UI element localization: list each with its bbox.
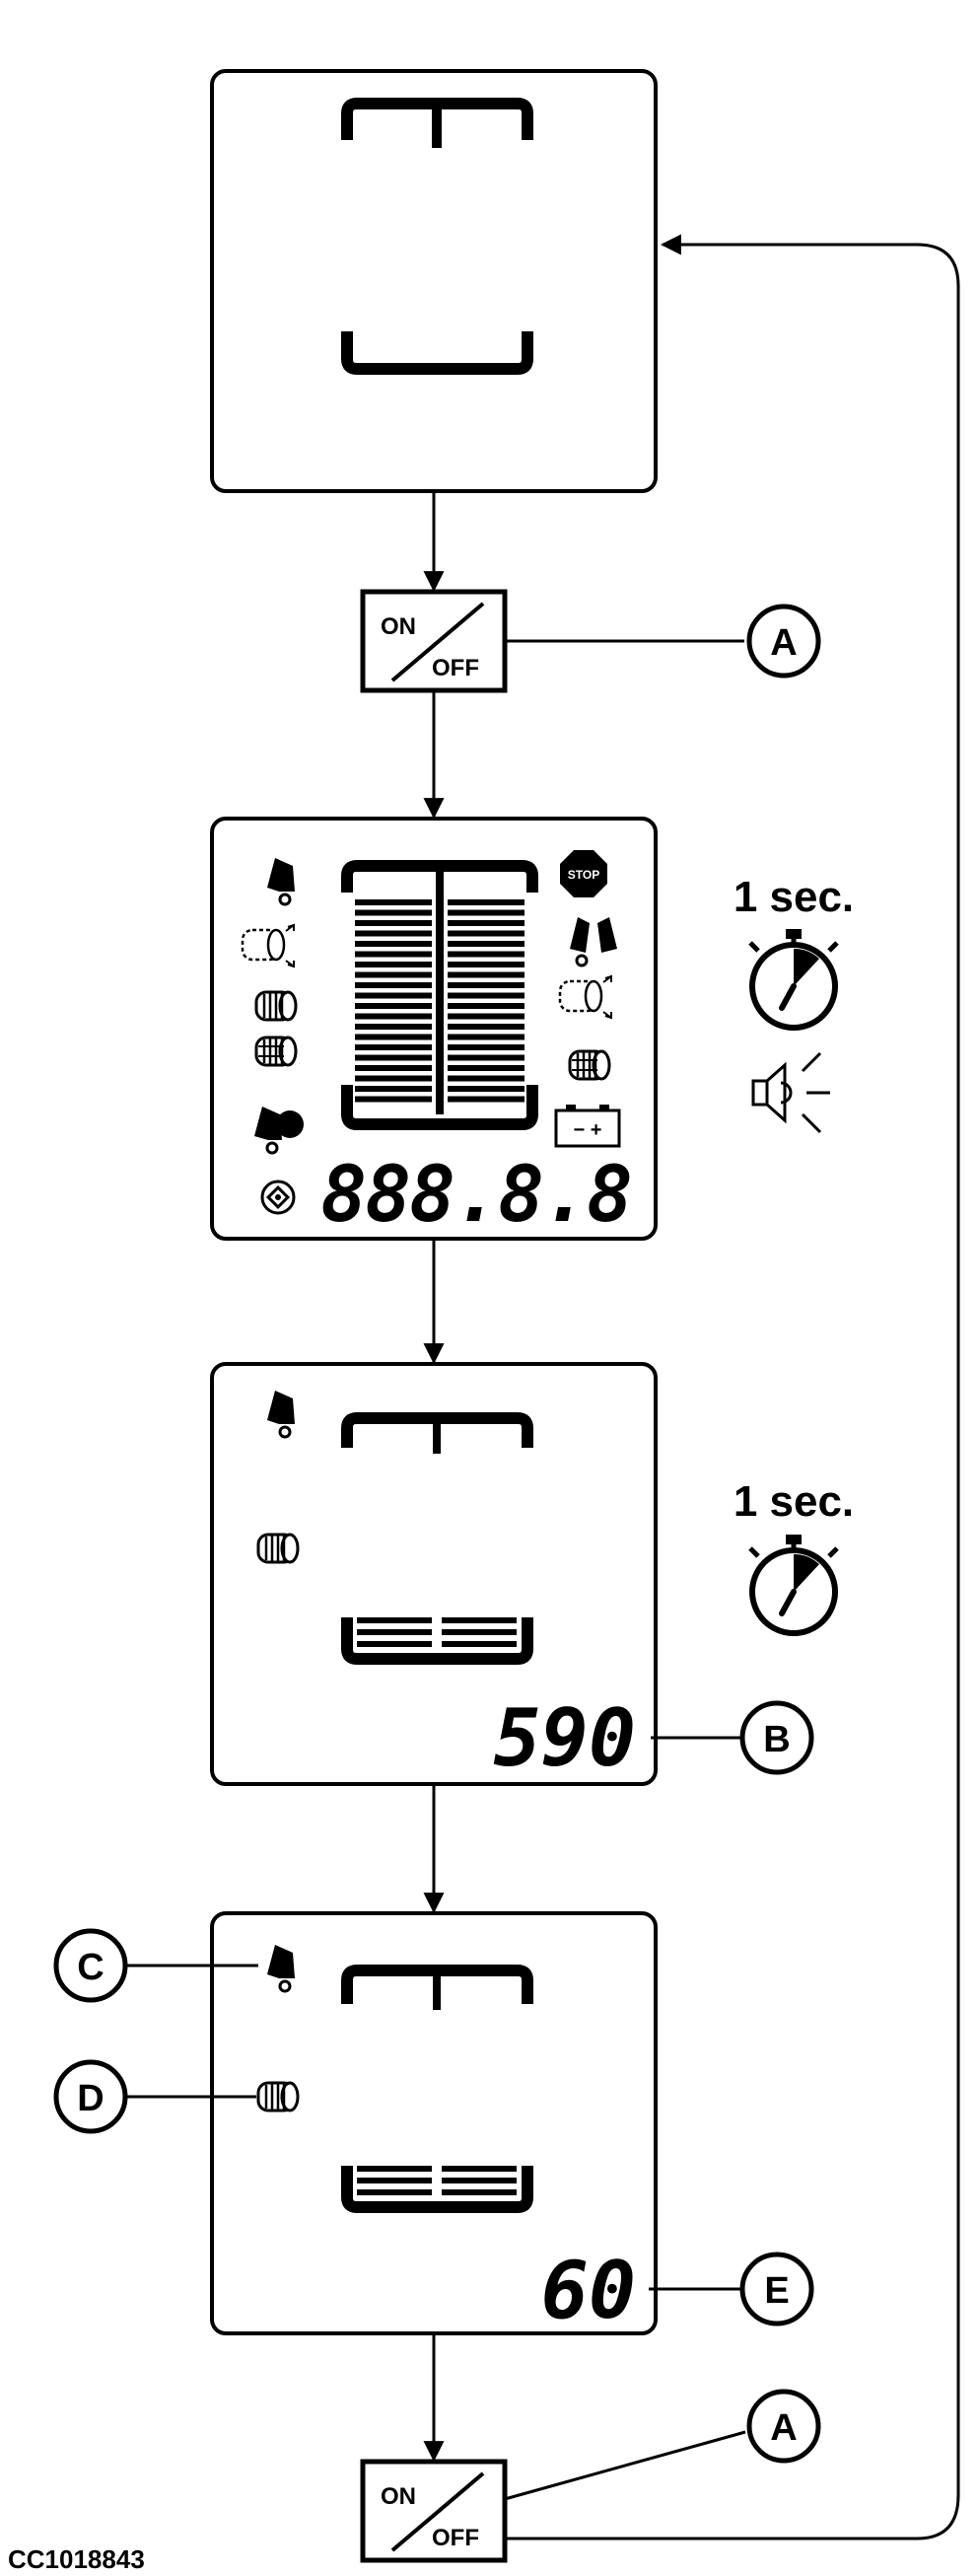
switch-slash xyxy=(390,602,485,682)
gauge-bar xyxy=(355,899,432,905)
battery-icon: − + xyxy=(554,1105,621,1148)
callout-line-a-bottom xyxy=(504,2430,746,2501)
callout-a-bottom-label: A xyxy=(770,2407,797,2449)
switch-frame xyxy=(360,2459,508,2563)
gauge-bar xyxy=(355,951,432,958)
speaker-icon xyxy=(751,1051,830,1134)
callout-b-label: B xyxy=(763,1719,790,1760)
gauge-bar xyxy=(448,1075,524,1082)
bale-eject-icon xyxy=(254,1107,304,1155)
gauge-bar xyxy=(448,909,524,916)
gauge-bar xyxy=(355,1086,432,1092)
bale-shape-gauge xyxy=(341,860,538,1130)
gauge-bar xyxy=(448,1044,524,1050)
callout-a-bottom: A xyxy=(746,2389,821,2464)
gauge-bar xyxy=(355,1024,432,1030)
switch-on-label: ON xyxy=(381,613,416,640)
bottom-bracket xyxy=(341,1617,533,1665)
gauge-bar xyxy=(448,1003,524,1009)
gauge-bar xyxy=(355,920,432,926)
gauge-bar xyxy=(355,1044,432,1050)
gauge-bar xyxy=(355,1075,432,1082)
figure-id: CC1018843 xyxy=(8,2544,145,2574)
gauge-bar xyxy=(355,1054,432,1061)
switch-on-label: ON xyxy=(381,2483,416,2510)
gauge-bar xyxy=(448,1086,524,1092)
callout-b: B xyxy=(739,1700,814,1775)
gauge-bar xyxy=(355,992,432,999)
gauge-bar xyxy=(355,1065,432,1071)
gauge-bar xyxy=(448,1013,524,1020)
callout-a-label: A xyxy=(770,622,797,664)
test-readout: 888.8.8 xyxy=(320,1151,631,1240)
display-test-panel: STOP − + 888.8.8 xyxy=(210,817,658,1241)
timer-label-1: 1 sec. xyxy=(734,873,854,921)
timer-label-2: 1 sec. xyxy=(734,1477,854,1526)
gauge-bar xyxy=(355,1013,432,1020)
net-bale-icon xyxy=(254,1036,298,1067)
bale-icon xyxy=(256,2081,300,2112)
bale-icon xyxy=(254,990,298,1022)
fill-bars xyxy=(357,2166,517,2195)
net-bale-icon-right xyxy=(568,1049,611,1081)
callout-e: E xyxy=(739,2252,814,2326)
gauge-bar xyxy=(448,962,524,967)
gauge-bars xyxy=(355,899,524,1103)
gauge-bar xyxy=(355,1003,432,1009)
callout-c-label: C xyxy=(77,1947,104,1988)
on-off-switch-bottom[interactable]: ON OFF xyxy=(360,2459,508,2563)
gauge-bar xyxy=(355,909,432,916)
gauge-bar xyxy=(448,941,524,947)
gauge-bar xyxy=(355,962,432,967)
fill-bars xyxy=(357,1617,517,1647)
bottom-bracket xyxy=(341,331,533,375)
stop-icon: STOP xyxy=(560,850,607,897)
gauge-bar xyxy=(448,1024,524,1030)
gauge-bar xyxy=(355,1034,432,1040)
on-off-switch-top[interactable]: ON OFF xyxy=(360,589,508,693)
display-off-panel xyxy=(210,69,658,493)
gauge-bar xyxy=(448,971,524,978)
gauge-bar xyxy=(448,992,524,999)
stop-icon-label: STOP xyxy=(568,868,599,882)
bottom-bracket xyxy=(341,2166,533,2213)
gauge-bar xyxy=(448,920,524,926)
gauge-bar xyxy=(448,1096,524,1103)
callout-e-label: E xyxy=(764,2270,789,2312)
gauge-bar xyxy=(448,1054,524,1061)
gauge-bar xyxy=(355,971,432,978)
gauge-bar xyxy=(448,899,524,905)
value-readout: 60 xyxy=(541,2245,636,2336)
gauge-bar xyxy=(448,1034,524,1040)
gauge-bar xyxy=(448,930,524,937)
gauge-bar xyxy=(448,951,524,958)
rotation-sensor-icon xyxy=(260,1180,296,1215)
callout-c: C xyxy=(53,1928,128,2003)
stopwatch-icon xyxy=(750,1535,837,1633)
gate-open-icon xyxy=(570,917,617,967)
switch-slash xyxy=(390,2471,485,2552)
gauge-bar xyxy=(355,930,432,937)
gauge-bar xyxy=(355,941,432,947)
switch-off-label: OFF xyxy=(432,2525,479,2551)
value-panel: 60 xyxy=(210,1911,658,2336)
stopwatch-icon xyxy=(750,929,837,1028)
bale-count-readout: 590 xyxy=(494,1692,637,1784)
callout-d-label: D xyxy=(77,2078,104,2119)
gauge-bar xyxy=(355,982,432,988)
bale-count-panel: 590 xyxy=(210,1362,658,1786)
gauge-bar xyxy=(448,1065,524,1071)
callout-d: D xyxy=(53,2059,128,2134)
gauge-bar xyxy=(355,1096,432,1103)
callout-a-top: A xyxy=(746,604,821,679)
battery-label: − + xyxy=(574,1119,602,1141)
bale-icon xyxy=(256,1533,300,1564)
return-loop-arrow xyxy=(505,234,960,2540)
switch-off-label: OFF xyxy=(432,655,479,681)
gauge-bar xyxy=(448,982,524,988)
